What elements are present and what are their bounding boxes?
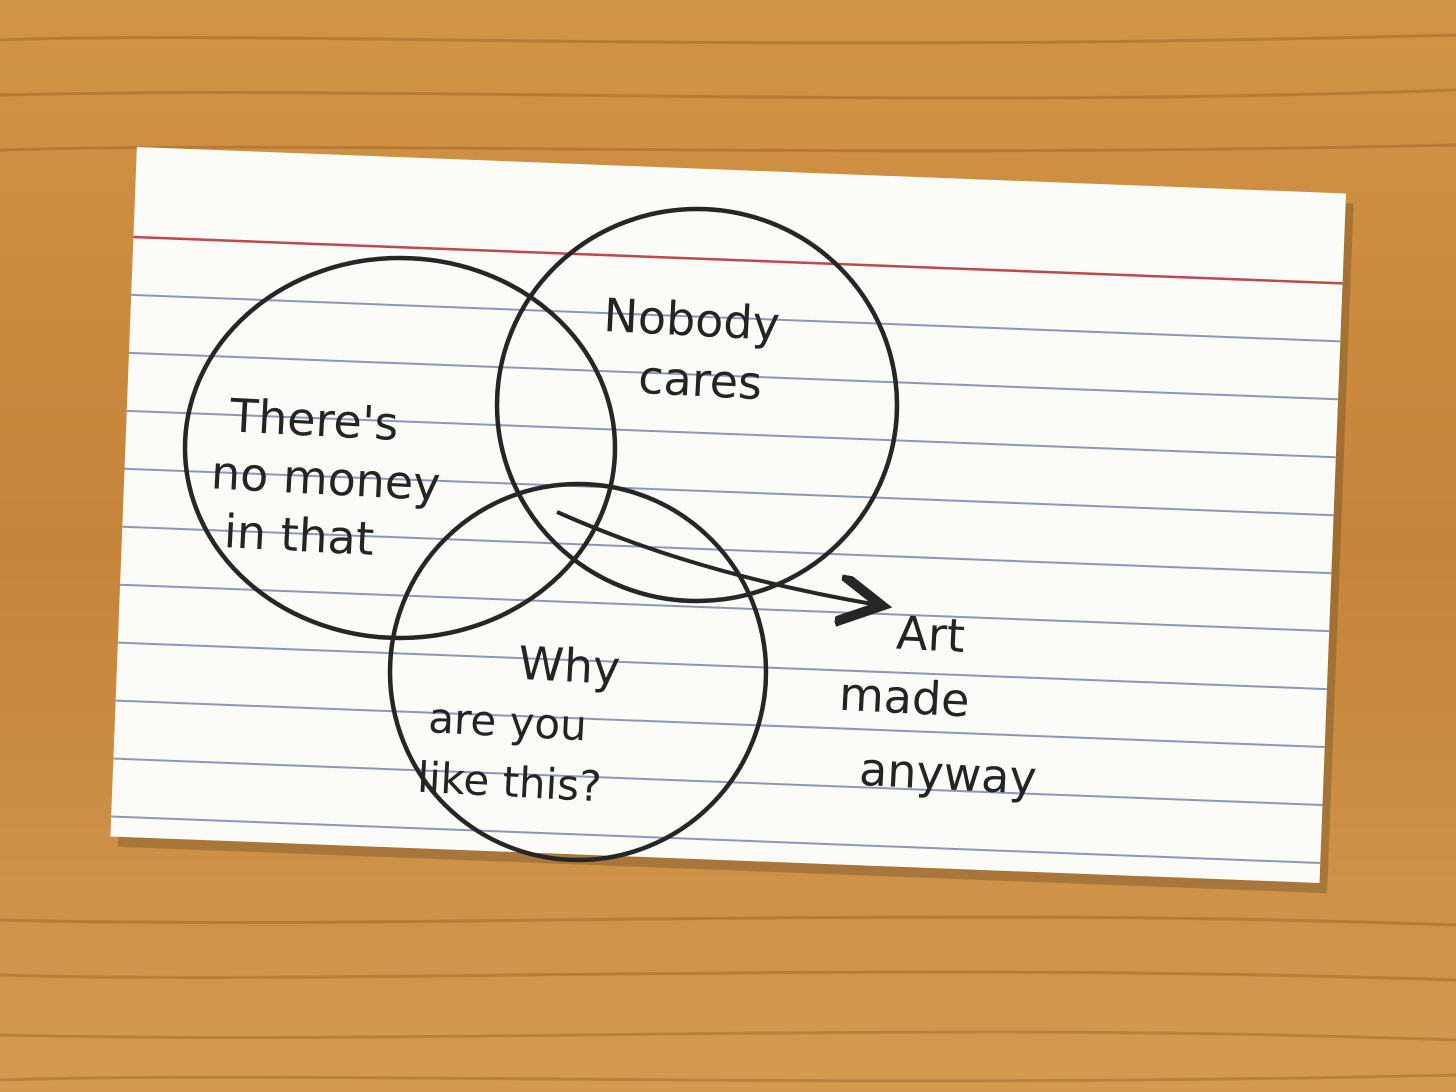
label-intersection-line-3: anyway xyxy=(858,742,1038,805)
label-money-line-3: in that xyxy=(223,504,376,566)
intersection-arrow xyxy=(556,510,878,605)
label-cares-line-1: Nobody xyxy=(602,288,781,351)
label-why-line-3: like this? xyxy=(416,753,603,812)
label-money-line-2: no money xyxy=(210,445,442,511)
index-card xyxy=(110,147,1354,894)
label-intersection-line-2: made xyxy=(838,667,971,728)
label-why: Why are you like this? xyxy=(416,636,622,812)
venn-circle-cares xyxy=(494,206,900,604)
card-blue-rules xyxy=(111,293,1341,864)
label-cares: Nobody cares xyxy=(602,288,781,410)
label-money-line-1: There's xyxy=(228,388,400,451)
card-red-rule xyxy=(133,235,1343,285)
label-why-line-2: are you xyxy=(427,693,588,750)
label-why-line-1: Why xyxy=(517,636,622,695)
label-money: There's no money in that xyxy=(210,388,442,566)
label-intersection-line-1: Art xyxy=(895,606,966,664)
card-paper xyxy=(110,147,1346,883)
venn-circle-money xyxy=(182,255,618,641)
label-cares-line-2: cares xyxy=(637,350,763,410)
label-intersection: Art made anyway xyxy=(838,606,1038,805)
venn-circle-why xyxy=(387,481,769,863)
wood-grain xyxy=(0,33,1456,1083)
